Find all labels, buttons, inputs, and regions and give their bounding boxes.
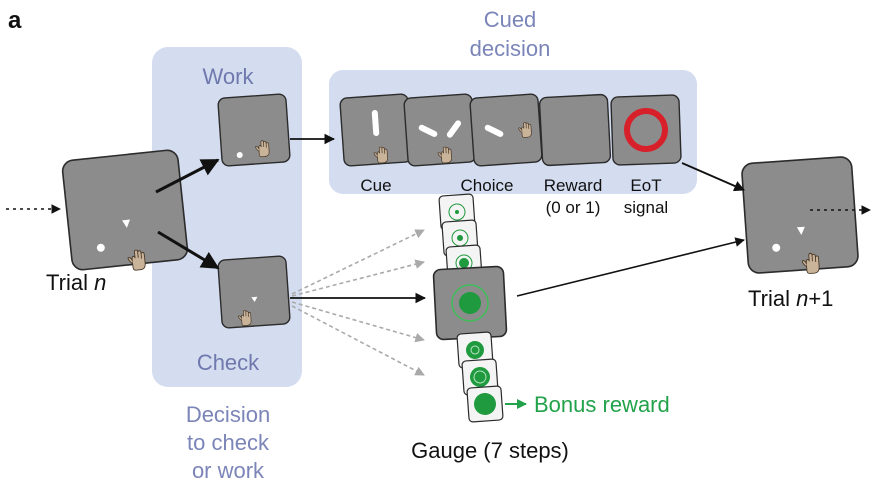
panel-label: a — [8, 7, 22, 34]
cue-screen — [339, 93, 413, 167]
choice-label: Choice — [461, 176, 514, 195]
trial-n-screen — [61, 149, 189, 272]
dashed-fan-arrow — [291, 305, 425, 376]
decision-label-line1: Decision — [186, 402, 270, 427]
cued-decision-title-line1: Cued — [484, 7, 537, 32]
arrow-eot-to-next — [681, 162, 745, 192]
work-label: Work — [203, 64, 255, 89]
trial-n1-screen — [741, 156, 859, 275]
decision-label-line3: or work — [192, 458, 265, 483]
arrow-trial-to-work — [155, 158, 220, 194]
cue-bar-icon — [484, 124, 504, 137]
triangle-icon — [122, 219, 131, 228]
gauge-target-icon — [470, 367, 490, 387]
eot-label-line2: signal — [624, 198, 668, 217]
cue-label: Cue — [360, 176, 391, 195]
reward-screen — [538, 93, 612, 167]
trial-n1-label: Trial n+1 — [748, 286, 833, 311]
white-dot-icon — [96, 243, 105, 252]
dashed-fan-arrow — [291, 229, 425, 295]
gauge-step-6 — [461, 358, 499, 396]
cue-bar-icon — [446, 120, 462, 138]
gauge-current-screen — [432, 265, 508, 341]
choice-screen-1 — [403, 93, 477, 167]
bonus-reward-label: Bonus reward — [534, 392, 670, 417]
dashed-fan-arrow — [291, 301, 425, 343]
eot-screen — [610, 94, 682, 166]
cued-decision-title-line2: decision — [470, 36, 551, 61]
white-dot-icon — [236, 152, 243, 159]
check-screen — [217, 255, 291, 329]
white-dot-icon — [772, 243, 781, 252]
arrow-trial-to-check — [157, 230, 220, 270]
work-screen — [217, 93, 291, 167]
triangle-icon — [251, 296, 258, 302]
cue-bar-icon — [371, 110, 380, 136]
gauge-target-icon — [455, 210, 459, 214]
reward-label-line1: Reward — [544, 176, 603, 195]
gauge-step-7 — [466, 385, 504, 423]
choice-screen-2 — [469, 93, 543, 167]
decision-label-line2: to check — [187, 430, 270, 455]
gauge-target-icon — [459, 292, 481, 314]
gauge-target-icon — [457, 235, 463, 241]
gauge-target-icon — [459, 258, 469, 268]
gauge-target-icon — [466, 341, 484, 359]
gauge-label: Gauge (7 steps) — [411, 438, 569, 463]
cue-bar-icon — [418, 124, 438, 137]
reward-label-line2: (0 or 1) — [546, 198, 601, 217]
triangle-icon — [796, 226, 805, 235]
dashed-fan-arrow — [291, 259, 425, 297]
arrow-gauge-to-next — [516, 237, 745, 297]
eot-ring-icon — [624, 108, 668, 152]
gauge-target-icon — [474, 393, 496, 415]
trial-n-label: Trial n — [46, 270, 106, 295]
gauge-step-5 — [456, 331, 494, 369]
eot-label-line1: EoT — [630, 176, 661, 195]
check-label: Check — [197, 350, 260, 375]
